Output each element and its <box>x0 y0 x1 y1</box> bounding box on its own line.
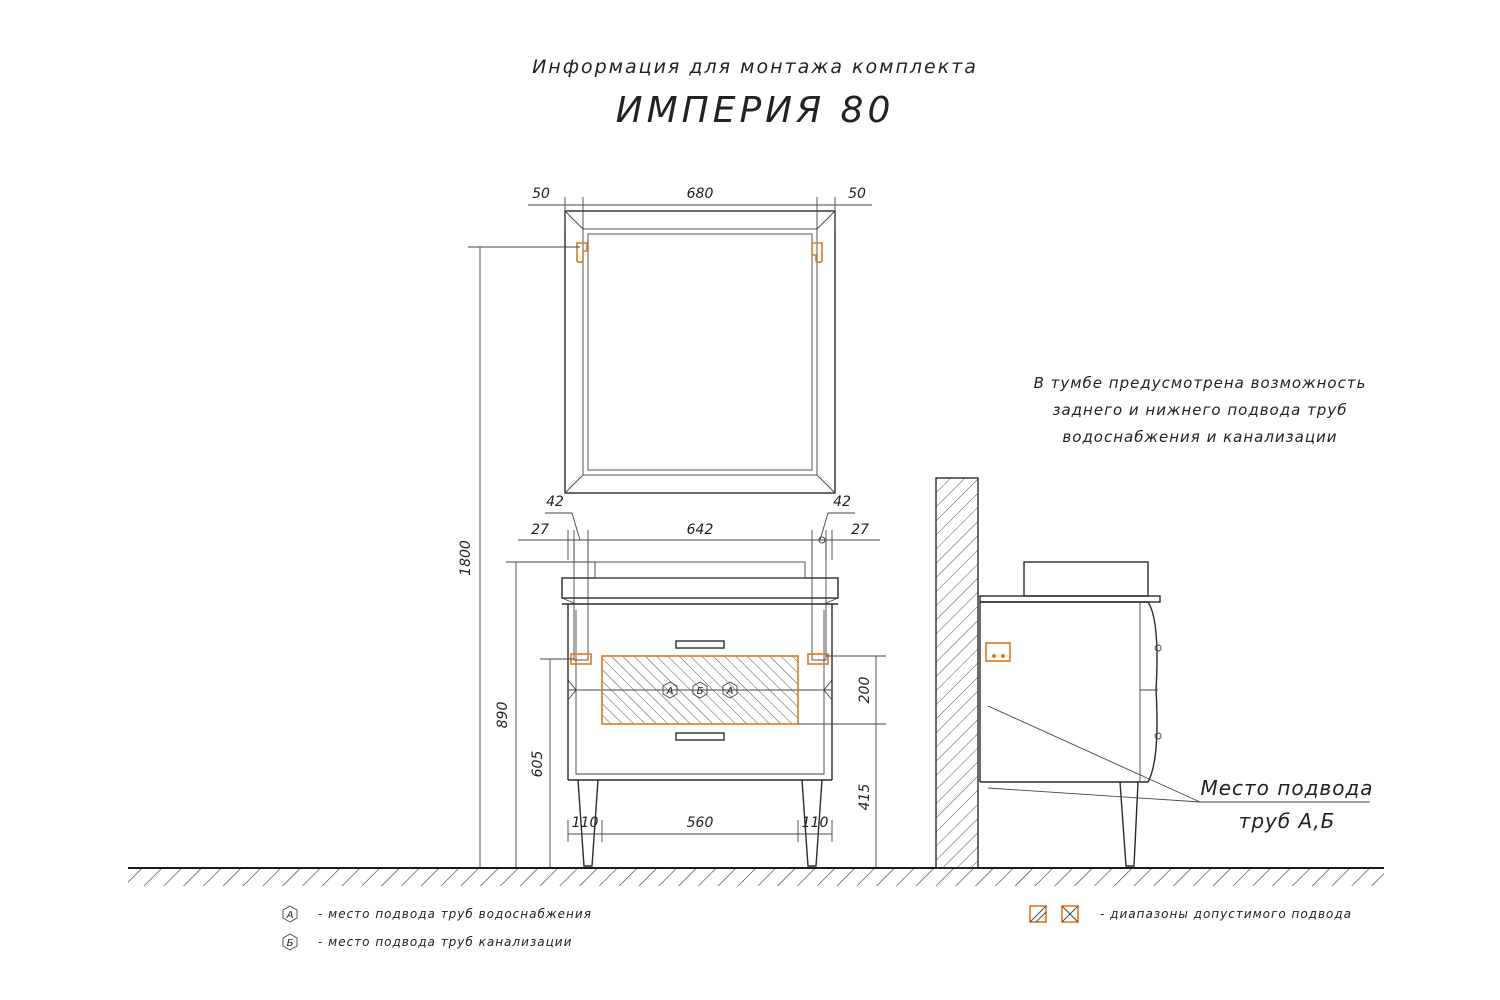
svg-text:Б: Б <box>287 938 294 949</box>
side-pipe-access-icon <box>985 642 1011 662</box>
leg-dim-left: 110 <box>572 815 599 831</box>
floor-hatch <box>128 868 1384 886</box>
title-line1: Информация для монтажа комплекта <box>532 56 978 78</box>
zone-bottom: 415 <box>857 784 873 811</box>
cabinet-dim-right-offset: 42 <box>833 494 851 510</box>
mirror-dim-left: 50 <box>532 186 550 202</box>
legend-range-icons <box>1029 905 1079 923</box>
legend-a-icon: А <box>282 905 298 923</box>
mirror-hook-right-icon <box>811 242 823 264</box>
leg-dimension-line <box>567 820 833 842</box>
cabinet-dim-left-offset: 42 <box>546 494 564 510</box>
height-total: 1800 <box>458 540 474 576</box>
note-line2: заднего и нижнего подвода труб <box>1053 401 1348 419</box>
mirror-dim-width: 680 <box>687 186 714 202</box>
pipe-marker-a1: А <box>662 681 678 699</box>
pipe-zone-hatch <box>602 656 798 724</box>
wall-hatch <box>936 478 978 868</box>
legend-b-text: - место подвода труб канализации <box>318 935 572 949</box>
svg-text:А: А <box>286 910 294 921</box>
pipe-marker-b: Б <box>692 681 708 699</box>
callout-line1: Место подвода <box>1200 776 1373 800</box>
height-pipes: 605 <box>530 751 546 778</box>
cabinet-dim-right-inset: 27 <box>851 522 869 538</box>
mirror-dimension-line <box>528 197 872 230</box>
callout-leaders <box>987 705 1370 803</box>
title-line2: ИМПЕРИЯ 80 <box>616 90 895 131</box>
note-line1: В тумбе предусмотрена возможность <box>1034 374 1367 392</box>
svg-text:А: А <box>726 686 734 697</box>
bracket-right-icon <box>807 653 829 665</box>
note-line3: водоснабжения и канализации <box>1062 428 1337 446</box>
height-cabinet: 890 <box>495 702 511 729</box>
wall <box>935 477 979 869</box>
mirror <box>564 210 836 494</box>
callout-line2: труб А,Б <box>1239 809 1336 833</box>
leg-dim-right: 110 <box>802 815 829 831</box>
legend-range-text: - диапазоны допустимого подвода <box>1100 907 1352 921</box>
leg-dim-span: 560 <box>687 815 714 831</box>
legend-a-text: - место подвода труб водоснабжения <box>318 907 592 921</box>
cabinet-top-dimension <box>518 512 880 560</box>
pipe-zone <box>601 655 799 725</box>
mirror-hook-left-icon <box>576 242 588 264</box>
cabinet-side <box>979 561 1162 867</box>
vertical-dimensions <box>468 246 886 868</box>
legend-b-icon: Б <box>282 933 298 951</box>
cabinet-front <box>561 539 839 867</box>
pipe-marker-a2: А <box>722 681 738 699</box>
mirror-dim-right: 50 <box>848 186 866 202</box>
svg-text:Б: Б <box>697 686 704 697</box>
svg-text:А: А <box>666 686 674 697</box>
cabinet-dim-width: 642 <box>687 522 714 538</box>
cabinet-dim-left-inset: 27 <box>531 522 549 538</box>
zone-height: 200 <box>857 677 873 704</box>
